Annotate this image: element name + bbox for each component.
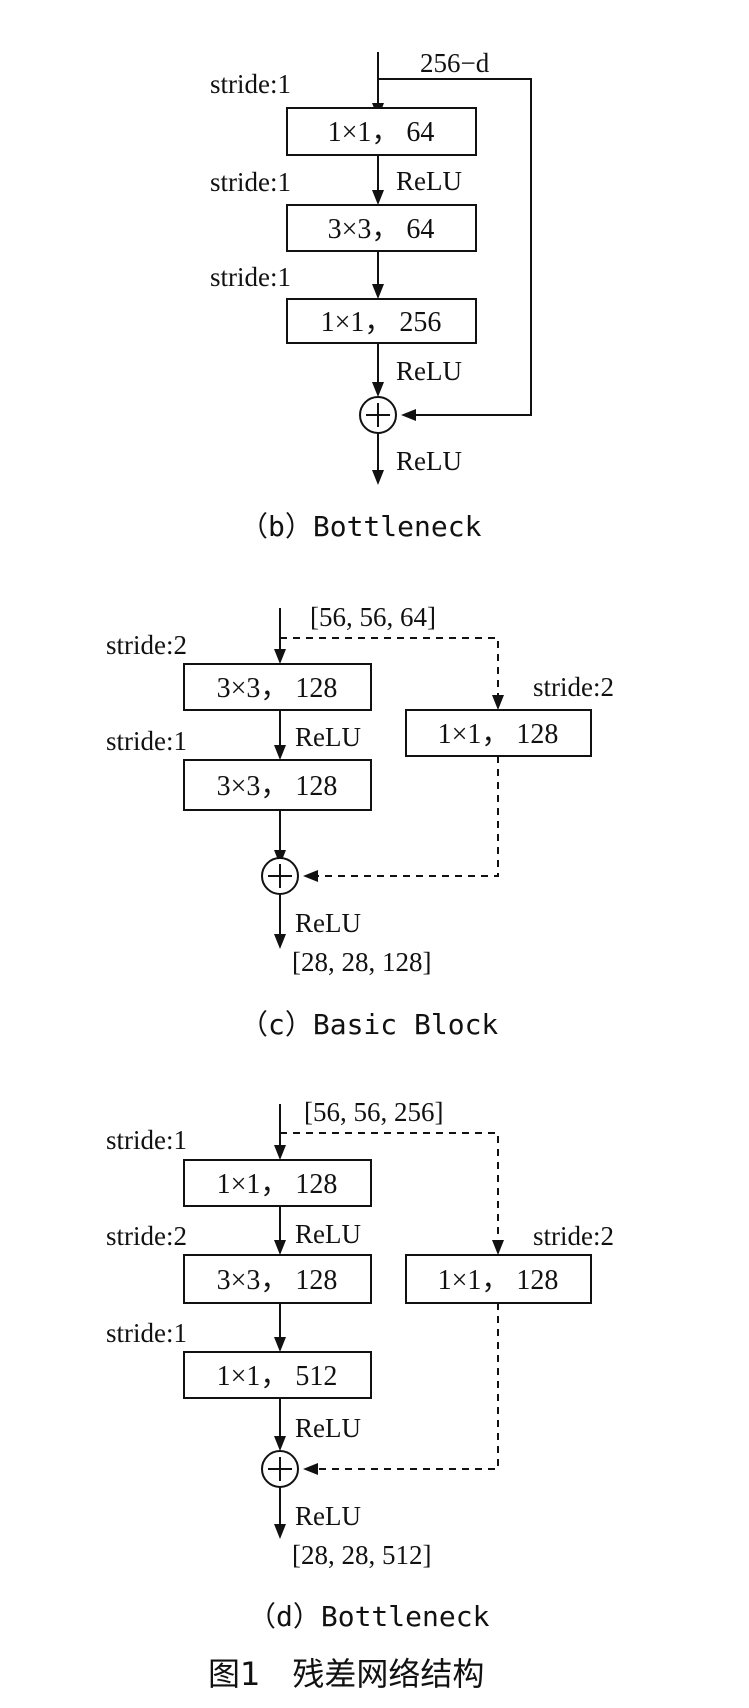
c-arrow-out [274,934,286,949]
d-box-3-label: 1×1， 512 [217,1361,338,1392]
c-shortcut-return [314,756,499,877]
d-arrow-3 [274,1436,286,1451]
diagram-b-bottleneck: 256−d stride:1 stride:1 stride:1 1×1， 64… [210,48,532,543]
d-shortcut-box [405,1254,592,1304]
d-arrow-in [274,1145,286,1160]
c-stride-1: stride:2 [106,630,187,660]
b-conv-box-1 [286,107,477,156]
b-input-label: 256−d [420,48,490,78]
b-relu-out: ReLU [396,446,462,476]
d-shortcut-arrow-down [492,1240,504,1255]
c-shortcut-box [405,709,592,757]
c-shortcut-arrow-in [303,870,318,882]
d-output-shape: [28, 28, 512] [292,1540,431,1570]
c-conv-box-1 [183,663,372,711]
diagram-c-basic-block: [56, 56, 64] stride:2 stride:1 stride:2 … [106,602,614,1041]
b-arrow-out [372,470,384,485]
d-shortcut-down [280,1132,499,1245]
c-arrow-1 [274,745,286,760]
b-relu-1: ReLU [396,166,462,196]
d-conv-box-1 [183,1159,372,1207]
c-box-1-label: 3×3， 128 [217,673,338,704]
b-shortcut-arrow [401,409,416,421]
b-shortcut-line [378,78,532,416]
b-caption: （b）Bottleneck [240,510,482,543]
b-arrow-2 [372,284,384,299]
b-stride-3: stride:1 [210,262,291,292]
d-stride-2: stride:2 [106,1221,187,1251]
c-caption: （c）Basic Block [240,1008,498,1041]
b-conv-box-2 [286,204,477,252]
d-relu-2: ReLU [295,1413,361,1443]
d-relu-1: ReLU [295,1219,361,1249]
d-shortcut-arrow-in [303,1463,318,1475]
d-stride-3: stride:1 [106,1318,187,1348]
d-relu-out: ReLU [295,1501,361,1531]
d-arrow-2 [274,1337,286,1352]
c-arrow-in [274,649,286,664]
c-box-2-label: 3×3， 128 [217,771,338,802]
d-shortcut-box-label: 1×1， 128 [438,1265,559,1296]
c-relu-1: ReLU [295,722,361,752]
d-caption: （d）Bottleneck [248,1600,490,1633]
d-shortcut-stride: stride:2 [533,1221,614,1251]
b-arrow-1 [372,190,384,205]
diagram-d-bottleneck: [56, 56, 256] stride:1 stride:2 stride:1… [106,1097,614,1633]
d-box-1-label: 1×1， 128 [217,1169,338,1200]
c-relu-out: ReLU [295,908,361,938]
c-shortcut-stride: stride:2 [533,672,614,702]
b-stride-1: stride:1 [210,69,291,99]
d-arrow-out [274,1524,286,1539]
d-box-2-label: 3×3， 128 [217,1265,338,1296]
c-conv-box-2 [183,759,372,811]
d-shortcut-return [314,1303,499,1470]
b-box-2-label: 3×3， 64 [328,214,435,245]
d-input-shape: [56, 56, 256] [304,1097,443,1127]
b-box-1-label: 1×1， 64 [328,117,435,148]
b-conv-box-3 [286,298,477,344]
c-stride-2: stride:1 [106,726,187,756]
c-shortcut-box-label: 1×1， 128 [438,719,559,750]
d-conv-box-3 [183,1351,372,1399]
b-relu-2: ReLU [396,356,462,386]
b-box-3-label: 1×1， 256 [321,307,442,338]
d-arrow-1 [274,1240,286,1255]
figure-caption: 图1 残差网络结构 [208,1655,484,1693]
c-output-shape: [28, 28, 128] [292,947,431,977]
d-stride-1: stride:1 [106,1125,187,1155]
c-shortcut-arrow-down [492,695,504,710]
b-arrow-3 [372,382,384,397]
b-stride-2: stride:1 [210,167,291,197]
c-input-shape: [56, 56, 64] [310,602,436,632]
d-conv-box-2 [183,1254,372,1304]
